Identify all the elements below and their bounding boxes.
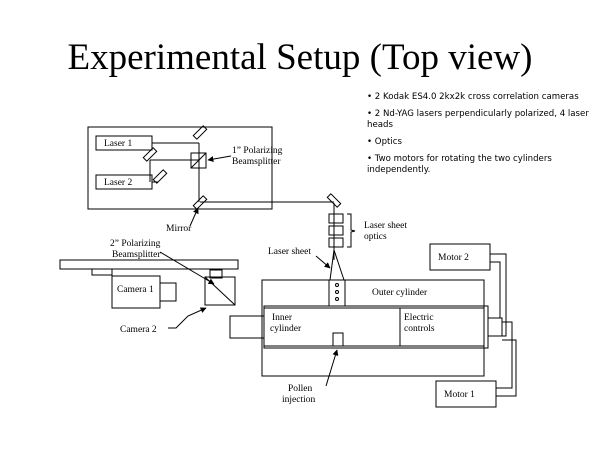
sheet-fan-right [333,249,345,281]
bullet-list: • 2 Kodak ES4.0 2kx2k cross correlation … [367,92,592,182]
pbs1-cube [190,152,207,169]
bullet-lasers: • 2 Nd-YAG lasers perpendicularly polari… [367,109,589,130]
motor1-box [435,380,497,408]
slot-dot-2 [335,290,339,294]
laser-sheet-leader [315,255,331,269]
rail-mount [91,268,113,276]
motor2-label: Motor 2 [438,253,469,263]
laser2-label: Laser 2 [104,178,132,188]
camera-rail [59,259,239,270]
camera1-label: Camera 1 [117,285,154,295]
pollen-leader [325,349,339,387]
inner-label-1: Inner [272,313,293,323]
electric-box [399,307,485,347]
laser-table [87,126,273,210]
bullet-optics: • Optics [367,137,402,147]
pollen-label-1: Pollen [288,384,313,394]
laser-sheet-label: Laser sheet [268,247,311,257]
camera1-lens [159,282,177,302]
electric-label-2: controls [404,324,435,334]
pbs1-leader [207,155,232,163]
motor2-box [429,243,491,271]
camera2-leader [168,307,207,329]
electric-label-1: Electric [404,313,434,323]
mirror-leader [189,207,199,227]
mirror-mid-left [142,147,158,162]
optics-brace [347,213,356,248]
pbs2-leader [159,251,215,285]
bullet-motors: • Two motors for rotating the two cylind… [367,154,552,175]
shaft-left [229,315,265,339]
optics-label-1: Laser sheet [364,221,407,231]
sheet-slot [328,279,346,307]
optics-lens-1 [328,213,344,224]
pbs1-label-2: Beamsplitter [232,157,281,167]
optics-lens-2 [328,225,344,236]
slot-dot-1 [335,283,339,287]
mirror-bottom [192,195,208,210]
pbs1-label-1: 1” Polarizing [232,146,283,156]
pbs1-diagonal [190,152,207,169]
pbs2-label-1: 2” Polarizing [110,239,161,249]
pollen-label-2: injection [282,395,315,405]
shaft-right [487,317,503,337]
motor1-label: Motor 1 [444,390,475,400]
camera2-label: Camera 2 [120,325,157,335]
pollen-nozzle [332,332,344,347]
laser1-label: Laser 1 [104,139,132,149]
camera2-lens [209,269,223,279]
motor1-belt [496,321,517,397]
mirror-label: Mirror [166,224,192,234]
camera2-body [204,276,236,306]
mirror-optics [326,193,342,208]
inner-label-2: cylinder [270,324,302,334]
optics-label-2: optics [364,232,387,242]
slide-title: Experimental Setup (Top view) [67,37,533,78]
motor2-belt [490,253,507,337]
mirror-lower-left [152,169,168,184]
bullet-cameras: • 2 Kodak ES4.0 2kx2k cross correlation … [367,92,579,102]
optics-lens-3 [328,237,344,248]
outer-cylinder-label: Outer cylinder [372,288,428,298]
pbs2-label-2: Beamsplitter [112,250,161,260]
mirror-top-right [192,125,208,140]
sheet-fan-left [329,249,335,281]
slot-dot-3 [335,297,339,301]
